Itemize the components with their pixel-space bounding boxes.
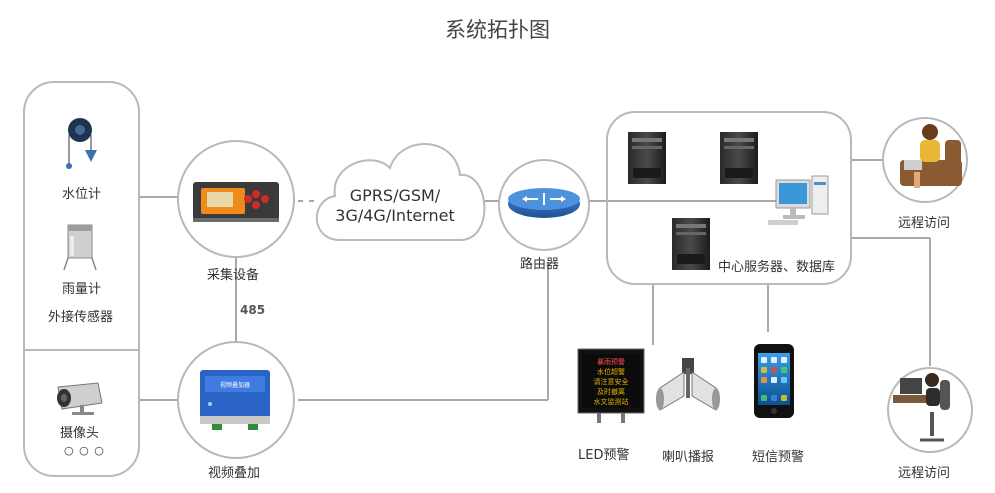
user-laptop-icon: [900, 124, 962, 188]
more-devices-indicator: ○ ○ ○: [64, 444, 105, 457]
rain-gauge-icon: [63, 224, 97, 271]
rain-gauge-label: 雨量计: [62, 282, 102, 297]
remote-access-top-label: 远程访问: [898, 216, 951, 231]
network-line2: 3G/4G/Internet: [335, 206, 454, 225]
user-desk-icon: [893, 373, 950, 442]
diagram-title: 系统拓扑图: [445, 18, 550, 42]
speaker-broadcast-label: 喇叭播报: [662, 450, 715, 465]
led-warning-label: LED预警: [578, 448, 630, 463]
server-tower-icon: [672, 218, 710, 270]
water-gauge-label: 水位计: [62, 187, 102, 202]
server-tower-icon: [628, 132, 666, 184]
collector-label: 采集设备: [207, 268, 260, 283]
server-group-label: 中心服务器、数据库: [718, 260, 836, 275]
camera-icon: [57, 382, 103, 415]
led-screen-icon: [577, 348, 645, 423]
video-overlay-label: 视频叠加: [208, 466, 261, 481]
external-sensor-label: 外接传感器: [48, 310, 114, 325]
router-icon: [508, 188, 580, 218]
server-group-box: [606, 111, 852, 285]
water-gauge-icon: [66, 118, 97, 169]
led-text-line: 暴雨预警: [597, 357, 625, 366]
led-text-line: 及时撤离: [597, 387, 625, 396]
camera-label: 摄像头: [60, 426, 100, 441]
desktop-pc-icon: [768, 175, 829, 225]
remote-access-bottom-label: 远程访问: [898, 466, 951, 481]
cloud-shape: [315, 143, 486, 241]
network-line1: GPRS/GSM/: [350, 186, 441, 205]
led-text-line: 请注意安全: [594, 377, 629, 386]
phone-icon: [754, 344, 794, 418]
connection-lines: [140, 159, 931, 401]
led-text-line: 水位超警: [597, 367, 625, 376]
link-485-label: 485: [240, 303, 266, 317]
sms-warning-label: 短信预警: [752, 450, 805, 465]
server-tower-icon: [720, 132, 758, 184]
speaker-icon: [656, 358, 720, 411]
led-text-line: 水文监测站: [594, 397, 629, 406]
sensor-panel: [23, 81, 140, 477]
video-overlay-device-icon: [200, 370, 270, 430]
router-label: 路由器: [520, 257, 560, 272]
video-device-text: 视频叠加器: [220, 381, 250, 389]
collector-device-icon: [193, 182, 279, 222]
